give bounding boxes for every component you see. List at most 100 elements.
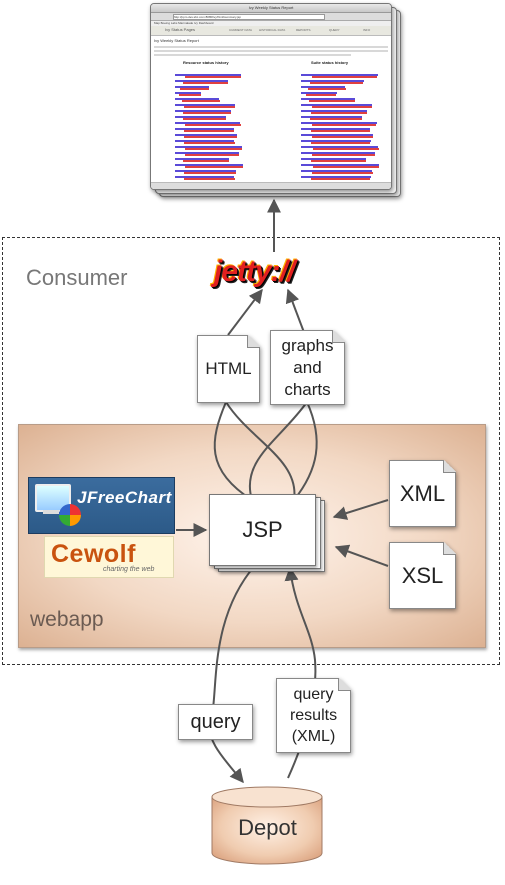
monitor-stand-icon — [43, 510, 59, 514]
thumbnail-bar-red — [310, 118, 362, 120]
nav-item: QUERY — [329, 28, 340, 32]
thumbnail-bar-blue — [175, 158, 229, 160]
thumbnail-bar-row — [301, 122, 386, 126]
thumbnail-bar-row — [175, 164, 260, 168]
thumbnail-bar-blue — [301, 98, 355, 100]
consumer-label: Consumer — [26, 265, 128, 290]
thumbnail-bar-blue — [175, 164, 243, 166]
thumbnail-bar-red — [184, 136, 237, 138]
thumbnail-bar-red — [313, 148, 379, 150]
thumbnail-bar-row — [301, 158, 386, 162]
mini-bar-chart — [175, 74, 260, 184]
text-line — [154, 46, 388, 48]
thumbnail-bar-blue — [175, 92, 201, 94]
thumbnail-bar-red — [184, 172, 236, 174]
text-line — [154, 54, 351, 56]
browser-screenshot: Ivy Weekly Status Report http://ppm.dev.… — [150, 3, 392, 190]
webapp-label: webapp — [30, 608, 104, 631]
thumbnail-bar-red — [308, 88, 346, 90]
thumbnail-bar-red — [184, 178, 235, 180]
thumbnail-bar-row — [175, 128, 260, 132]
thumbnail-bar-red — [185, 124, 241, 126]
jfreechart-label: JFreeChart — [77, 488, 172, 507]
thumbnail-bar-blue — [175, 104, 235, 106]
thumbnail-bar-row — [301, 170, 386, 174]
cewolf-tagline: charting the web — [103, 566, 155, 573]
thumbnail-bar-blue — [175, 134, 237, 136]
mini-bar-chart — [301, 74, 386, 184]
xml-document: XML — [389, 460, 456, 527]
html-document: HTML — [197, 335, 260, 403]
thumbnail-bar-blue — [175, 170, 236, 172]
thumbnail-bar-row — [301, 104, 386, 108]
thumbnail-bar-row — [301, 176, 386, 180]
thumbnail-bar-red — [312, 76, 377, 78]
thumbnail-bar-red — [312, 106, 372, 108]
thumbnail-bar-red — [184, 130, 234, 132]
nav-item: REPORTS — [296, 28, 311, 32]
thumbnail-bar-blue — [301, 122, 377, 124]
thumbnail-bar-red — [313, 166, 379, 168]
thumbnail-bar-row — [175, 92, 260, 96]
thumbnail-bar-blue — [301, 86, 345, 88]
thumbnail-bar-row — [175, 134, 260, 138]
thumbnail-bar-red — [306, 94, 336, 96]
thumbnail-bar-red — [312, 124, 376, 126]
thumbnail-bar-blue — [301, 116, 362, 118]
thumbnail-bar-red — [312, 172, 373, 174]
thumbnail-bar-blue — [175, 74, 241, 76]
thumbnail-bar-row — [175, 152, 260, 156]
pie-chart-icon — [59, 504, 81, 526]
thumbnail-bar-row — [301, 164, 386, 168]
cewolf-label: Cewolf — [51, 540, 136, 568]
site-header: Ivy Status Pages CURRENT DATA HISTORICAL… — [151, 26, 391, 36]
query-document: query — [178, 704, 253, 740]
jsp-label: JSP — [242, 517, 283, 542]
browser-page: Ivy Status Pages CURRENT DATA HISTORICAL… — [151, 26, 391, 189]
thumbnail-bar-blue — [301, 104, 372, 106]
thumbnail-bar-red — [312, 154, 375, 156]
thumbnail-bar-row — [301, 152, 386, 156]
thumbnail-bar-blue — [175, 86, 209, 88]
xml-document-label: XML — [399, 480, 446, 506]
thumbnail-bar-blue — [175, 116, 226, 118]
thumbnail-bar-red — [184, 142, 235, 144]
thumbnail-bar-blue — [301, 170, 372, 172]
nav-item: INFO — [363, 28, 371, 32]
thumbnail-bar-blue — [301, 140, 371, 142]
thumbnail-bar-row — [175, 74, 260, 78]
xsl-document-label: XSL — [401, 562, 444, 588]
thumbnail-bar-red — [311, 112, 367, 114]
chart-title: Suite status history — [311, 60, 349, 65]
thumbnail-bar-row — [301, 140, 386, 144]
thumbnail-bar-blue — [175, 176, 234, 178]
jsp-page: JSP — [209, 494, 316, 566]
thumbnail-bar-row — [175, 170, 260, 174]
graphs-document-label: graphs and charts — [281, 335, 334, 399]
thumbnail-bar-red — [312, 136, 373, 138]
thumbnail-bar-red — [310, 82, 363, 84]
thumbnail-bar-row — [175, 80, 260, 84]
nav-item: CURRENT DATA — [229, 28, 253, 32]
thumbnail-bar-red — [183, 112, 231, 114]
depot-database: Depot — [210, 785, 325, 867]
thumbnail-bar-blue — [301, 176, 371, 178]
thumbnail-bar-red — [309, 100, 355, 102]
thumbnail-bar-blue — [175, 98, 219, 100]
thumbnail-bar-row — [175, 104, 260, 108]
thumbnail-bar-blue — [301, 146, 378, 148]
thumbnail-bar-row — [175, 116, 260, 120]
thumbnail-bar-row — [175, 146, 260, 150]
thumbnail-bar-red — [311, 160, 366, 162]
thumbnail-bar-red — [311, 130, 370, 132]
graphs-document: graphs and charts — [270, 330, 345, 405]
thumbnail-bar-row — [175, 176, 260, 180]
thumbnail-bar-blue — [301, 134, 373, 136]
thumbnail-bar-red — [311, 142, 370, 144]
text-line — [154, 50, 388, 52]
thumbnail-bar-row — [175, 98, 260, 102]
browser-url: http://ppm.dev.sbc.com:8080/ivy/html/sum… — [173, 14, 325, 20]
thumbnail-bar-row — [301, 146, 386, 150]
thumbnail-bar-row — [301, 134, 386, 138]
thumbnail-bar-blue — [301, 74, 378, 76]
